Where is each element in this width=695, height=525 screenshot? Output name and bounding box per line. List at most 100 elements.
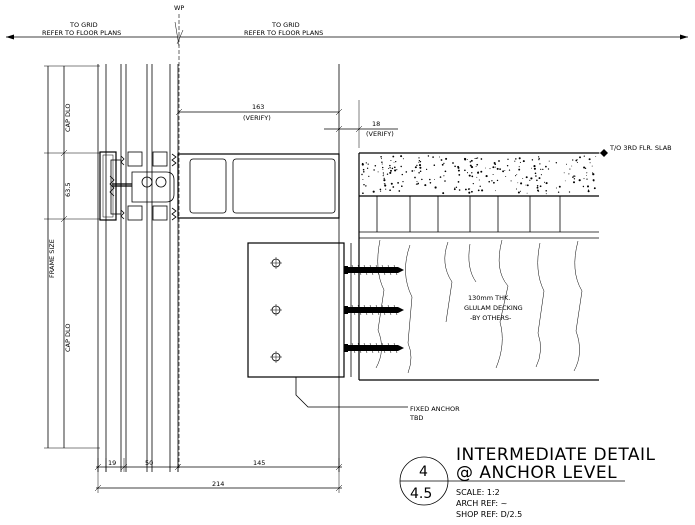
concrete-aggregate-dot xyxy=(429,178,431,181)
verify-18: (VERIFY) xyxy=(366,130,394,138)
concrete-aggregate-dot xyxy=(419,160,422,163)
concrete-aggregate-dot xyxy=(401,173,403,176)
concrete-aggregate-dot xyxy=(432,156,434,158)
concrete-aggregate-dot xyxy=(485,167,486,169)
concrete-aggregate-dot xyxy=(496,179,499,182)
concrete-aggregate-dot xyxy=(457,181,460,183)
concrete-aggregate-dot xyxy=(443,162,445,165)
concrete-aggregate-dot xyxy=(493,181,495,184)
concrete-aggregate-dot xyxy=(545,190,547,192)
concrete-aggregate-dot xyxy=(519,190,521,192)
concrete-aggregate-dot xyxy=(424,184,427,187)
concrete-aggregate-dot xyxy=(496,167,499,170)
concrete-aggregate-dot xyxy=(463,157,467,160)
concrete-aggregate-dot xyxy=(522,178,524,180)
concrete-aggregate-dot xyxy=(574,175,576,177)
concrete-aggregate-dot xyxy=(494,166,496,168)
concrete-aggregate-dot xyxy=(583,155,585,157)
concrete-aggregate-dot xyxy=(593,187,596,190)
concrete-aggregate-dot xyxy=(475,157,477,160)
concrete-aggregate-dot xyxy=(384,183,386,185)
concrete-aggregate-dot xyxy=(508,169,511,171)
cap-dlo-bottom: CAP DLO xyxy=(64,324,72,352)
concrete-aggregate-dot xyxy=(390,159,392,162)
dim-163: 163 xyxy=(252,103,264,111)
concrete-aggregate-dot xyxy=(453,188,456,191)
concrete-aggregate-dot xyxy=(520,182,523,185)
concrete-aggregate-dot xyxy=(555,162,557,164)
concrete-aggregate-dot xyxy=(425,168,428,171)
concrete-aggregate-dot xyxy=(518,157,521,160)
dim-19: 19 xyxy=(108,459,116,467)
concrete-aggregate-dot xyxy=(362,179,364,180)
concrete-aggregate-dot xyxy=(383,174,385,176)
concrete-aggregate-dot xyxy=(540,168,542,170)
concrete-aggregate-dot xyxy=(539,185,542,188)
concrete-aggregate-dot xyxy=(569,168,571,170)
concrete-aggregate-dot xyxy=(525,184,527,186)
concrete-aggregate-dot xyxy=(363,183,365,186)
concrete-aggregate-dot xyxy=(441,163,444,166)
concrete-aggregate-dot xyxy=(389,167,391,169)
concrete-aggregate-dot xyxy=(492,173,494,176)
concrete-aggregate-dot xyxy=(396,169,398,171)
top-dimensions: 163 (VERIFY) 18 (VERIFY) xyxy=(175,100,398,148)
concrete-aggregate-dot xyxy=(434,178,435,180)
concrete-aggregate-dot xyxy=(538,158,540,161)
concrete-aggregate-dot xyxy=(504,170,506,172)
concrete-aggregate-dot xyxy=(389,189,391,192)
detail-title-line2: @ ANCHOR LEVEL xyxy=(456,463,617,483)
arch-ref: ARCH REF: ~ xyxy=(456,499,507,508)
concrete-aggregate-dot xyxy=(475,166,477,168)
detail-number: 4 xyxy=(419,464,428,480)
anchor-plate: FIXED ANCHOR TBD xyxy=(247,242,460,422)
concrete-aggregate-dot xyxy=(379,188,382,191)
concrete-aggregate-dot xyxy=(417,182,420,185)
concrete-aggregate-dot xyxy=(547,168,550,170)
grid-right-line1: TO GRID xyxy=(271,21,300,29)
dim-18: 18 xyxy=(372,120,380,128)
concrete-aggregate-dot xyxy=(515,188,518,190)
sheet-number: 4.5 xyxy=(410,486,432,502)
concrete-aggregate-dot xyxy=(506,164,509,167)
title-block: 4 4.5 INTERMEDIATE DETAIL @ ANCHOR LEVEL… xyxy=(399,445,656,519)
concrete-aggregate-dot xyxy=(419,170,422,173)
concrete-aggregate-dot xyxy=(386,173,389,175)
concrete-aggregate-dot xyxy=(385,188,387,190)
concrete-aggregate-dot xyxy=(572,159,574,161)
concrete-aggregate-dot xyxy=(392,186,395,188)
concrete-aggregate-dot xyxy=(365,185,367,187)
concrete-aggregate-dot xyxy=(418,157,420,159)
concrete-aggregate-dot xyxy=(466,158,468,160)
concrete-aggregate-dot xyxy=(457,166,460,169)
concrete-aggregate-dot xyxy=(464,188,467,191)
concrete-aggregate-dot xyxy=(563,172,565,174)
concrete-aggregate-dot xyxy=(517,182,519,184)
concrete-aggregate-dot xyxy=(587,189,590,191)
concrete-aggregate-dot xyxy=(526,184,529,187)
concrete-aggregate-dot xyxy=(518,166,520,168)
scale-label: SCALE: 1:2 xyxy=(456,488,500,497)
concrete-aggregate-dot xyxy=(387,168,389,169)
concrete-aggregate-dot xyxy=(515,158,517,160)
concrete-aggregate-dot xyxy=(367,163,369,165)
concrete-aggregate-dot xyxy=(576,161,578,163)
concrete-aggregate-dot xyxy=(584,167,587,170)
frame-size-label: FRAME SIZE xyxy=(48,239,56,278)
detail-title-line1: INTERMEDIATE DETAIL xyxy=(456,445,656,465)
slab-label: T/O 3RD FLR. SLAB xyxy=(609,144,672,152)
concrete-aggregate-dot xyxy=(529,179,531,181)
concrete-aggregate-dot xyxy=(545,165,547,168)
concrete-aggregate-dot xyxy=(514,160,516,162)
concrete-aggregate-dot xyxy=(571,165,573,167)
dim-145: 145 xyxy=(253,459,265,467)
concrete-aggregate-dot xyxy=(530,177,533,180)
concrete-aggregate-dot xyxy=(548,160,550,162)
concrete-aggregate-dot xyxy=(383,177,385,180)
concrete-aggregate-dot xyxy=(589,162,591,164)
concrete-aggregate-dot xyxy=(595,156,597,157)
dim-214: 214 xyxy=(212,480,224,488)
concrete-aggregate-dot xyxy=(467,188,470,190)
concrete-aggregate-dot xyxy=(381,161,383,163)
concrete-aggregate-dot xyxy=(397,182,399,184)
